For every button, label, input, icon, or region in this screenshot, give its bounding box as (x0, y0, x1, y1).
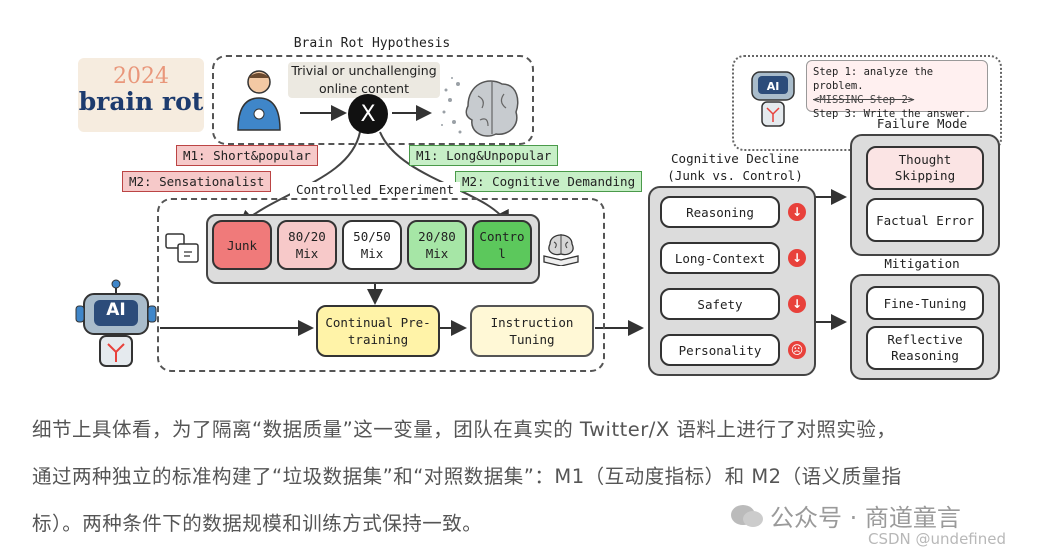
decline-item: Personality ☹ (660, 334, 810, 366)
tag-m2-cognitive-demanding: M2: Cognitive Demanding (455, 171, 643, 192)
mix-label: Junk (226, 237, 258, 253)
decline-item: Long-Context ↓ (660, 242, 810, 274)
decline-title-line1: Cognitive Decline (671, 151, 799, 166)
svg-text:AI: AI (767, 80, 780, 93)
social-media-icon (165, 233, 199, 263)
fine-tuning-box: Fine-Tuning (866, 286, 984, 320)
decline-item: Reasoning ↓ (660, 196, 810, 228)
decline-item-label: Safety (697, 296, 743, 312)
thought-skipping-box: Thought Skipping (866, 146, 984, 190)
csdn-watermark: CSDN @undefined (868, 530, 1007, 548)
decline-arrow-icon: ↓ (788, 249, 806, 267)
brain-book-icon (543, 234, 579, 266)
x-logo-icon: X (348, 94, 388, 134)
mitigation-title: Mitigation (884, 256, 960, 271)
instruction-tuning-box: Instruction Tuning (470, 305, 594, 357)
mix-label: 80/20 Mix (288, 229, 326, 261)
hypothesis-title: Brain Rot Hypothesis (272, 36, 472, 51)
decline-item-label: Reasoning (686, 204, 754, 220)
brain-rot-logo: 2024 brain rot (78, 58, 204, 132)
continual-pretraining-box: Continual Pre-training (316, 305, 440, 357)
mix-label: 20/80 Mix (418, 229, 456, 261)
logo-year: 2024 (113, 64, 169, 89)
decline-title-line2: (Junk vs. Control) (667, 168, 803, 183)
wechat-watermark: 公众号 · 商道童言 (730, 498, 961, 533)
logo-words: brain rot (78, 87, 204, 116)
dissolving-brain-icon (441, 77, 519, 137)
steps-bubble: Step 1: analyze the problem. <MISSING St… (806, 60, 988, 120)
tag-m2-sensationalist: M2: Sensationalist (122, 171, 272, 192)
decline-item-box: Safety (660, 288, 780, 320)
decline-list: Reasoning ↓ Long-Context ↓ Safety ↓ Personalit… (660, 196, 810, 380)
mix-box: 50/50 Mix (342, 220, 402, 270)
decline-item: Safety ↓ (660, 288, 810, 320)
person-icon (237, 70, 281, 131)
step-1: Step 1: analyze the problem. (813, 66, 934, 92)
step-3: Step 3: Write the answer. (813, 108, 972, 120)
decline-arrow-icon: ↓ (788, 203, 806, 221)
failure-mode-title: Failure Mode (876, 116, 968, 131)
hypothesis-box (212, 55, 534, 145)
x-logo-text: X (360, 101, 376, 127)
step-2-missing: <MISSING Step 2> (813, 94, 915, 106)
decline-item-label: Long-Context (674, 250, 766, 266)
controlled-experiment-title: Controlled Experiment (290, 182, 460, 197)
tag-m1-long-unpopular: M1: Long&Unpopular (409, 145, 559, 166)
mix-box: Junk (212, 220, 272, 270)
decline-item-label: Personality (678, 342, 762, 358)
decline-item-box: Reasoning (660, 196, 780, 228)
reflective-reasoning-box: Reflective Reasoning (866, 326, 984, 370)
watermark-channel: 公众号 · 商道童言 (770, 504, 961, 532)
tag-m1-short-popular: M1: Short&popular (176, 145, 318, 166)
decline-arrow-icon: ↓ (788, 295, 806, 313)
paragraph-line-1: 细节上具体看，为了隔离“数据质量”这一变量，团队在真实的 Twitter/X 语… (32, 418, 897, 441)
paragraph-line-3: 标）。两种条件下的数据规模和训练方式保持一致。 (32, 512, 483, 535)
mix-box: 80/20 Mix (277, 220, 337, 270)
factual-error-box: Factual Error (866, 198, 984, 242)
decline-title: Cognitive Decline (Junk vs. Control) (650, 150, 820, 184)
controlled-experiment-box (157, 198, 605, 372)
mix-label: 50/50 Mix (353, 229, 391, 261)
ai-robot-icon (75, 279, 157, 367)
paragraph-line-2: 通过两种独立的标准构建了“垃圾数据集”和“对照数据集”：M1（互动度指标）和 M… (32, 465, 902, 488)
mix-box: 20/80 Mix (407, 220, 467, 270)
hypothesis-content: Trivial or unchallenging online content (288, 62, 440, 98)
decline-item-box: Long-Context (660, 242, 780, 274)
devil-face-icon: ☹ (788, 341, 806, 359)
robot-label: AI (106, 300, 126, 320)
mix-label: Control (479, 229, 525, 261)
wechat-icon (731, 504, 763, 527)
mix-ratio-row: Junk 80/20 Mix 50/50 Mix 20/80 Mix Control (212, 220, 534, 274)
mix-box: Control (472, 220, 532, 270)
decline-item-box: Personality (660, 334, 780, 366)
small-robot-icon: AI (751, 71, 795, 127)
